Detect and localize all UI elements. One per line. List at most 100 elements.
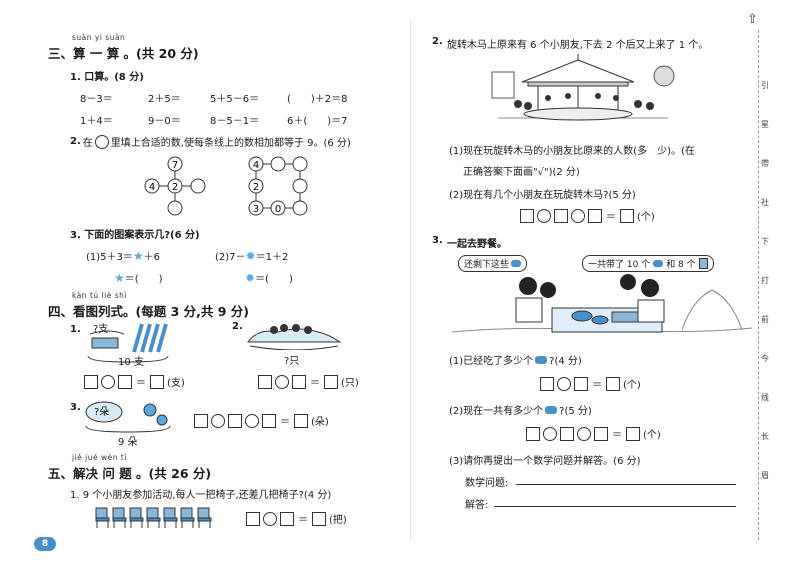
- oral-2-2: 9－0＝: [148, 116, 181, 127]
- binding-char: 下: [761, 237, 769, 246]
- bubble2-text-a: 一共带了 10 个: [588, 260, 651, 270]
- answer-box[interactable]: [228, 413, 242, 428]
- answer-box[interactable]: [294, 413, 308, 428]
- answer-box[interactable]: [588, 208, 602, 223]
- answer-box[interactable]: [574, 376, 588, 391]
- flowers-illustration: [85, 401, 171, 433]
- answer-box[interactable]: [118, 374, 132, 389]
- oral-1-1: 8－3＝: [80, 94, 113, 105]
- binding-char: 帶: [761, 159, 769, 168]
- answer-box[interactable]: [560, 426, 574, 441]
- p4-q2-unknown: ?只: [284, 356, 300, 367]
- p5-q1-equation: ＝ (把): [246, 511, 347, 526]
- answer-box[interactable]: [526, 426, 540, 441]
- operator-circle[interactable]: [211, 413, 225, 428]
- unit-label: (朵): [311, 417, 329, 428]
- operator-circle[interactable]: [571, 208, 585, 223]
- answer-box[interactable]: [594, 426, 608, 441]
- speech-bubble-1: 还剩下这些: [458, 255, 528, 272]
- r-q2-num: 2.: [432, 36, 443, 47]
- answer-box[interactable]: [194, 413, 208, 428]
- answer-label: 解答:: [465, 500, 489, 511]
- speech-bubble-2: 一共带了 10 个 和 8 个: [582, 255, 714, 272]
- binding-char: 长: [761, 432, 769, 441]
- answer-box[interactable]: [262, 413, 276, 428]
- answer-box[interactable]: [540, 376, 554, 391]
- picnic-illustration: [452, 274, 752, 333]
- r-q3-s2-text: (2)现在一共有多少个: [449, 406, 544, 417]
- binding-char: 眉: [761, 471, 769, 480]
- chair-icon: [129, 507, 144, 528]
- r-q3-s2-equation: ＝ (个): [526, 426, 661, 441]
- answer-box[interactable]: [312, 511, 326, 526]
- q3-eq1-left: (1)5＋3＝: [86, 252, 133, 263]
- p4-q2-equation: ＝ (只): [258, 374, 359, 389]
- q3-title: 3. 下面的图案表示几?(6 分): [70, 230, 200, 241]
- q3-ans1: ★ ＝( ): [114, 270, 163, 286]
- p5-q1-text: 1. 9 个小朋友参加活动,每人一把椅子,还差几把椅子?(4 分): [70, 490, 332, 501]
- star-icon: ★: [114, 270, 125, 285]
- binding-char: 前: [761, 315, 769, 324]
- pencils-illustration: [87, 323, 169, 363]
- answer-box[interactable]: [554, 208, 568, 223]
- square-ml-value: 2: [253, 182, 259, 193]
- answer-box[interactable]: [292, 374, 306, 389]
- q2-label: 2.: [70, 136, 81, 147]
- r-q2-equation: ＝ (个): [520, 208, 655, 223]
- answer-box[interactable]: [246, 511, 260, 526]
- math-question-line[interactable]: [516, 484, 736, 485]
- operator-circle[interactable]: [543, 426, 557, 441]
- cup-icon: [698, 258, 708, 269]
- binding-line: [758, 30, 759, 540]
- answer-box[interactable]: [150, 374, 164, 389]
- chair-icon: [112, 507, 127, 528]
- q3-eq1: (1)5＋3＝ ★ ＋6: [86, 248, 161, 264]
- square-puzzle: 4 2 3 0: [248, 156, 308, 216]
- r-q3-s1-tail: ?(4 分): [549, 356, 582, 367]
- oral-2-1: 1＋4＝: [80, 116, 113, 127]
- cross-bottom-node: [167, 200, 183, 216]
- bread-icon: [653, 260, 664, 267]
- bread-icon: [535, 355, 548, 364]
- answer-box[interactable]: [606, 376, 620, 391]
- cross-center-value: 2: [172, 182, 178, 193]
- r-q3-s2-tail: ?(5 分): [559, 406, 592, 417]
- binding-char: 今: [761, 354, 769, 363]
- cross-left-value: 4: [149, 182, 155, 193]
- answer-box[interactable]: [520, 208, 534, 223]
- bread-icon: [545, 405, 558, 414]
- operator-circle[interactable]: [275, 374, 289, 389]
- answer-box[interactable]: [324, 374, 338, 389]
- cross-puzzle: 7 4 2: [144, 156, 206, 216]
- cross-top-value: 7: [172, 160, 178, 171]
- q3-eq1-right: ＋6: [143, 252, 161, 263]
- unit-label: (把): [329, 515, 347, 526]
- operator-circle[interactable]: [557, 376, 571, 391]
- square-bm-value: 0: [275, 204, 281, 215]
- unit-label: (支): [167, 378, 185, 389]
- p4-q3-equation: ＝ (朵): [194, 413, 329, 428]
- answer-box[interactable]: [626, 426, 640, 441]
- answer-box[interactable]: [258, 374, 272, 389]
- penguins-illustration: [247, 324, 342, 350]
- operator-circle[interactable]: [577, 426, 591, 441]
- operator-circle[interactable]: [245, 413, 259, 428]
- answer-box[interactable]: [620, 208, 634, 223]
- operator-circle[interactable]: [263, 511, 277, 526]
- r-q2-s1a: (1)现在玩旋转木马的小朋友比原来的人数(多 少)。(在: [449, 146, 695, 157]
- answer-box[interactable]: [84, 374, 98, 389]
- binding-char: 引: [761, 81, 769, 90]
- r-q3-title: 一起去野餐。: [447, 239, 507, 250]
- r-q3-s1-equation: ＝ (个): [540, 376, 641, 391]
- square-tl-value: 4: [253, 160, 259, 171]
- r-q3-s1-text: (1)已经吃了多少个: [449, 356, 534, 367]
- bubble1-text: 还剩下这些: [464, 260, 510, 270]
- answer-box[interactable]: [280, 511, 294, 526]
- chair-icon: [95, 507, 110, 528]
- answer-line[interactable]: [494, 506, 736, 507]
- q3-ans2: ✹ ＝( ): [245, 270, 293, 286]
- operator-circle[interactable]: [101, 374, 115, 389]
- oral-1-4: ( )＋2＝8: [287, 94, 348, 105]
- cross-right-node: [190, 178, 206, 194]
- operator-circle[interactable]: [537, 208, 551, 223]
